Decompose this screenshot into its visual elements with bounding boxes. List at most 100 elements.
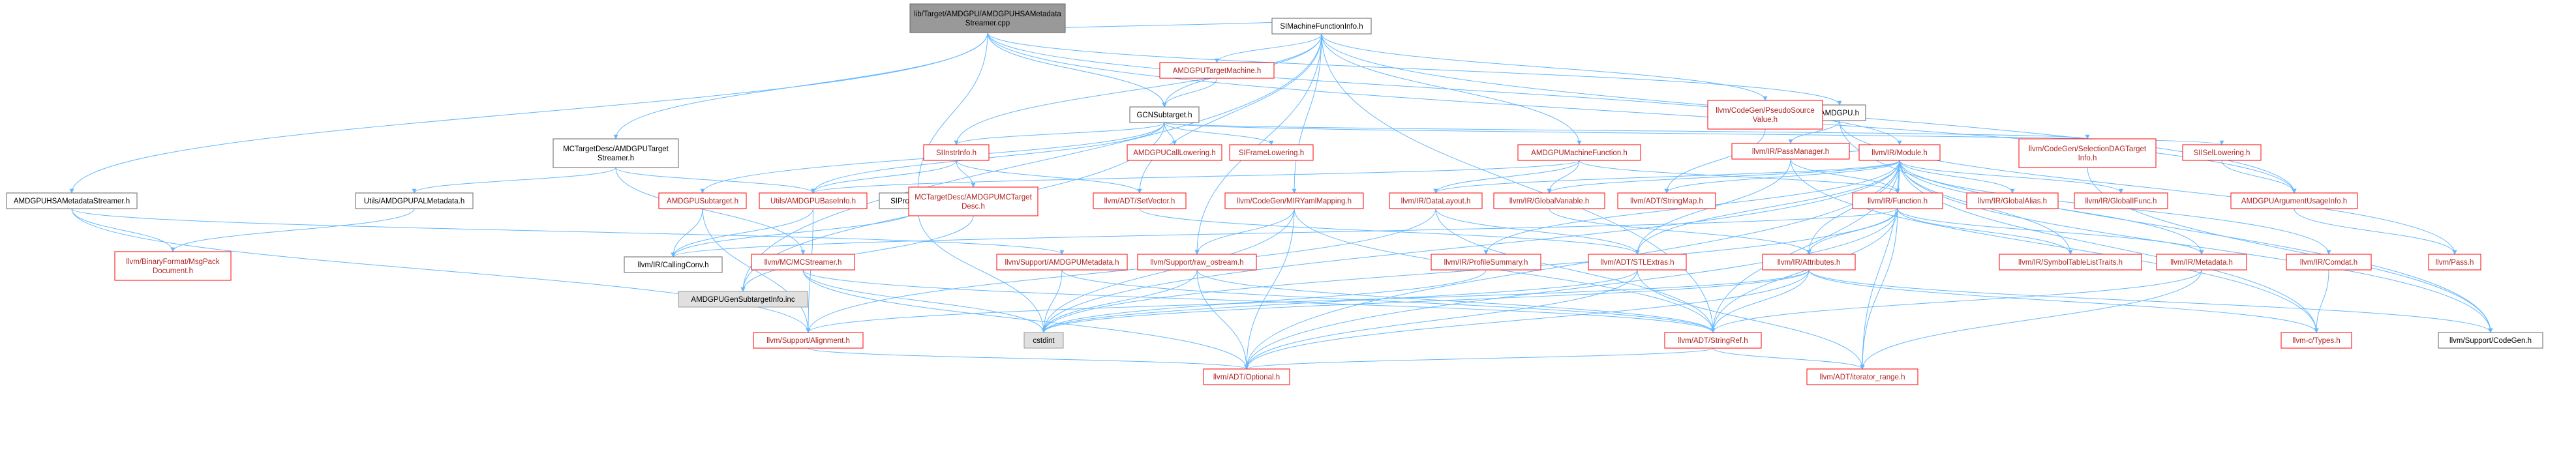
- edge-attributes-to-ctypes: [1808, 269, 2319, 333]
- node-globalifunc[interactable]: llvm/IR/GlobalIFunc.h: [2074, 192, 2168, 209]
- edge-irmodule-to-stringmap: [1664, 160, 1900, 194]
- node-symtab[interactable]: llvm/IR/SymbolTableListTraits.h: [1999, 254, 2142, 271]
- edge-irfunction-to-attributes: [1806, 208, 1898, 255]
- edge-amdgputm-to-gcnsub: [1162, 78, 1217, 108]
- node-stringmap[interactable]: llvm/ADT/StringMap.h: [1617, 192, 1716, 209]
- node-box: [1707, 100, 1823, 130]
- edge-palmd-to-msgpack: [170, 208, 415, 252]
- edge-passmgr-to-irfunction: [1790, 158, 1900, 194]
- node-box: [114, 251, 232, 281]
- node-box: [1023, 332, 1064, 349]
- node-alignment[interactable]: llvm/Support/Alignment.h: [753, 332, 864, 349]
- node-siisel[interactable]: SIISelLowering.h: [2182, 144, 2262, 161]
- edge-attributes-to-optional: [1244, 269, 1810, 370]
- node-comdat[interactable]: llvm/IR/Comdat.h: [2286, 254, 2372, 271]
- node-profsum[interactable]: llvm/IR/ProfileSummary.h: [1431, 254, 1541, 271]
- node-pass[interactable]: llvm/Pass.h: [2428, 254, 2481, 271]
- edge-stlextras-to-optional: [1244, 269, 1638, 370]
- node-label: AMDGPUSubtarget.h: [667, 198, 738, 205]
- edge-gcnsub-to-seldag: [1164, 122, 2089, 140]
- node-label: AMDGPUCallLowering.h: [1133, 149, 1216, 157]
- edge-stlextras-to-cstdint: [1041, 269, 1638, 333]
- node-globalvar[interactable]: llvm/IR/GlobalVariable.h: [1493, 192, 1605, 209]
- node-amdgputm[interactable]: AMDGPUTargetMachine.h: [1159, 62, 1275, 79]
- node-label: llvm-c/Types.h: [2292, 337, 2341, 345]
- node-irfunction[interactable]: llvm/IR/Function.h: [1852, 192, 1943, 209]
- node-rawostream[interactable]: llvm/Support/raw_ostream.h: [1137, 254, 1257, 271]
- node-label: llvm/ADT/StringRef.h: [1678, 337, 1748, 345]
- edge-irmetadata-to-iterrange: [1860, 269, 2202, 370]
- edge-irfunction-to-iterrange: [1860, 208, 1898, 370]
- node-attributes[interactable]: llvm/IR/Attributes.h: [1762, 254, 1856, 271]
- node-box: [1271, 18, 1372, 35]
- node-datalayout[interactable]: llvm/IR/DataLayout.h: [1389, 192, 1483, 209]
- node-label: Info.h: [2078, 155, 2097, 162]
- edge-stlextras-to-iterrange: [1637, 269, 1865, 370]
- node-label: AMDGPU.h: [1820, 110, 1859, 117]
- node-calllow[interactable]: AMDGPUCallLowering.h: [1127, 144, 1222, 161]
- edge-irmodule-to-globalvar: [1547, 160, 1900, 194]
- node-label: llvm/CodeGen/MIRYamlMapping.h: [1237, 198, 1352, 205]
- edge-amdgpumf-to-utilsbase: [811, 160, 1580, 194]
- node-amdgpusub[interactable]: AMDGPUSubtarget.h: [658, 192, 747, 209]
- node-argusage[interactable]: AMDGPUArgumentUsageInfo.h: [2230, 192, 2358, 209]
- node-iterrange[interactable]: llvm/ADT/iterator_range.h: [1806, 368, 1918, 385]
- node-box: [923, 144, 990, 161]
- node-box: [1224, 192, 1364, 209]
- node-root[interactable]: lib/Target/AMDGPU/AMDGPUHSAMetadataStrea…: [909, 3, 1066, 33]
- edge-irmodule-to-stlextras: [1635, 160, 1900, 255]
- node-label: llvm/ADT/SetVector.h: [1104, 198, 1175, 205]
- node-passmgr[interactable]: llvm/IR/PassManager.h: [1731, 143, 1850, 160]
- edge-siprog-to-callingconv: [671, 208, 918, 258]
- edge-simfi-to-stringref: [1321, 33, 1716, 333]
- node-optional[interactable]: llvm/ADT/Optional.h: [1203, 368, 1290, 385]
- node-mirymal[interactable]: llvm/CodeGen/MIRYamlMapping.h: [1224, 192, 1364, 209]
- edge-irmodule-to-supcodegen: [1899, 160, 2493, 333]
- node-box: [753, 332, 864, 349]
- node-box: [996, 254, 1128, 271]
- node-box: [1858, 144, 1941, 161]
- node-irmetadata[interactable]: llvm/IR/Metadata.h: [2156, 254, 2247, 271]
- node-box: [908, 186, 1038, 216]
- edge-mirymal-to-rawostream: [1194, 208, 1295, 255]
- edge-root-to-hsams: [69, 32, 988, 194]
- node-label: Value.h: [1753, 116, 1778, 124]
- node-mcstreamer[interactable]: llvm/MC/MCStreamer.h: [751, 254, 855, 271]
- node-label: Desc.h: [962, 203, 985, 211]
- node-globalalias[interactable]: llvm/IR/GlobalAlias.h: [1966, 192, 2059, 209]
- node-label: llvm/IR/GlobalVariable.h: [1509, 198, 1590, 205]
- node-irmodule[interactable]: llvm/IR/Module.h: [1858, 144, 1941, 161]
- edge-amdgpumf-to-datalayout: [1433, 160, 1580, 194]
- edge-simfi-to-rawostream: [1194, 33, 1322, 255]
- edge-gcnsub-to-siinstr: [954, 122, 1165, 145]
- edge-layer: [69, 18, 2493, 370]
- edge-utilsbase-to-callingconv: [671, 208, 813, 258]
- edge-simfi-to-gcnsubinc: [740, 33, 1322, 292]
- edge-alignment-to-optional: [808, 347, 1249, 370]
- node-label: Streamer.h: [598, 155, 634, 162]
- node-label: AMDGPUHSAMetadataStreamer.h: [14, 198, 130, 205]
- node-ctypes[interactable]: llvm-c/Types.h: [2281, 332, 2352, 349]
- node-box: [1389, 192, 1483, 209]
- node-label: Streamer.cpp: [965, 20, 1010, 27]
- edge-attributes-to-cstdint: [1041, 269, 1810, 333]
- node-setvector[interactable]: llvm/ADT/SetVector.h: [1093, 192, 1187, 209]
- node-supmeta[interactable]: llvm/Support/AMDGPUMetadata.h: [996, 254, 1128, 271]
- edge-hsams-to-alignment: [71, 208, 811, 333]
- node-utilsbase[interactable]: Utils/AMDGPUBaseInfo.h: [759, 192, 868, 209]
- node-stlextras[interactable]: llvm/ADT/STLExtras.h: [1588, 254, 1687, 271]
- node-framelow[interactable]: SIFrameLowering.h: [1229, 144, 1314, 161]
- node-siinstr[interactable]: SIInstrInfo.h: [923, 144, 990, 161]
- node-box: [1806, 368, 1918, 385]
- node-amdgpumf[interactable]: AMDGPUMachineFunction.h: [1517, 144, 1641, 161]
- edge-attributes-to-stringref: [1710, 269, 1810, 333]
- node-simfi: SIMachineFunctionInfo.h: [1271, 18, 1372, 35]
- node-stringref[interactable]: llvm/ADT/StringRef.h: [1664, 332, 1762, 349]
- edge-irmodule-to-globalalias: [1899, 160, 2015, 194]
- node-box: [678, 291, 808, 308]
- node-label: llvm/CodeGen/PseudoSource: [1716, 107, 1815, 115]
